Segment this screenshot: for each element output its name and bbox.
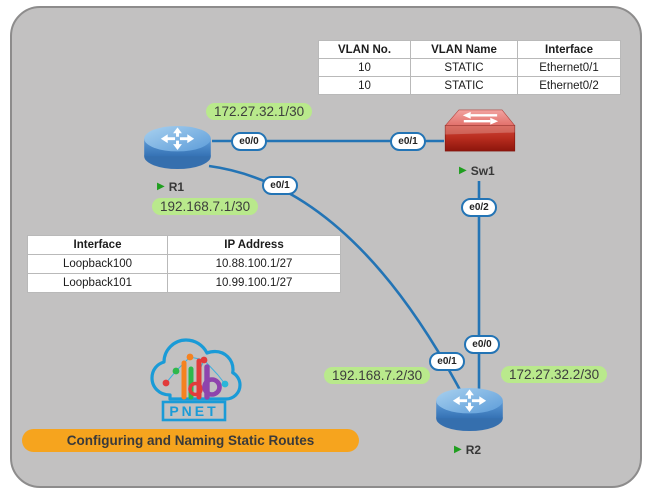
vlan-col-name: VLAN Name [410, 40, 518, 59]
device-label-sw1[interactable]: ▶ Sw1 [459, 164, 495, 178]
table-row: Loopback100 10.88.100.1/27 [27, 254, 341, 274]
node-dot-darkred [200, 356, 208, 364]
loopback-table: Interface IP Address Loopback100 10.88.1… [27, 235, 341, 293]
loopback-col-ip: IP Address [167, 235, 341, 255]
port-badge-r2-e01[interactable]: e0/1 [429, 352, 465, 371]
ip-label-172-r2: 172.27.32.2/30 [501, 366, 608, 383]
node-dot-red [162, 379, 170, 387]
ip-label-192-r2: 192.168.7.2/30 [324, 367, 431, 384]
device-name: R2 [465, 443, 482, 457]
pnetlab-logo: PNET [146, 331, 242, 430]
running-indicator-icon: ▶ [157, 181, 165, 192]
node-dot-teal [221, 380, 229, 388]
switch-sw1-icon[interactable] [443, 107, 516, 158]
port-badge-r2-e00[interactable]: e0/0 [464, 335, 500, 354]
port-badge-r1-e01[interactable]: e0/1 [262, 176, 298, 195]
table-row: 10 STATIC Ethernet0/2 [318, 76, 621, 95]
vlan-table-header-row: VLAN No. VLAN Name Interface [318, 40, 621, 59]
router-r1-icon[interactable] [142, 124, 213, 171]
router-r2-icon[interactable] [434, 386, 505, 433]
pnet-text: PNET [169, 403, 218, 419]
cloud-icon [150, 338, 242, 401]
loopback-table-header-row: Interface IP Address [27, 235, 341, 255]
node-dot-orange [186, 353, 194, 361]
node-dot-green [172, 367, 180, 375]
vlan-table: VLAN No. VLAN Name Interface 10 STATIC E… [318, 40, 621, 95]
vlan-col-no: VLAN No. [318, 40, 411, 59]
table-row: Loopback101 10.99.100.1/27 [27, 273, 341, 293]
title-banner: Configuring and Naming Static Routes [22, 429, 359, 452]
device-name: R1 [168, 180, 185, 194]
ip-label-172-r1: 172.27.32.1/30 [206, 103, 313, 120]
device-label-r1[interactable]: ▶ R1 [157, 180, 184, 194]
lab-letters [181, 358, 222, 400]
port-badge-sw1-e02[interactable]: e0/2 [461, 198, 497, 217]
running-indicator-icon: ▶ [454, 444, 462, 455]
port-badge-r1-e00[interactable]: e0/0 [231, 132, 267, 151]
running-indicator-icon: ▶ [459, 165, 467, 176]
loopback-col-interface: Interface [27, 235, 168, 255]
device-label-r2[interactable]: ▶ R2 [454, 443, 481, 457]
pnet-box [161, 400, 227, 422]
table-row: 10 STATIC Ethernet0/1 [318, 58, 621, 77]
vlan-col-interface: Interface [517, 40, 621, 59]
device-name: Sw1 [470, 164, 495, 178]
ip-label-192-r1: 192.168.7.1/30 [152, 198, 259, 215]
port-badge-sw1-e01[interactable]: e0/1 [390, 132, 426, 151]
